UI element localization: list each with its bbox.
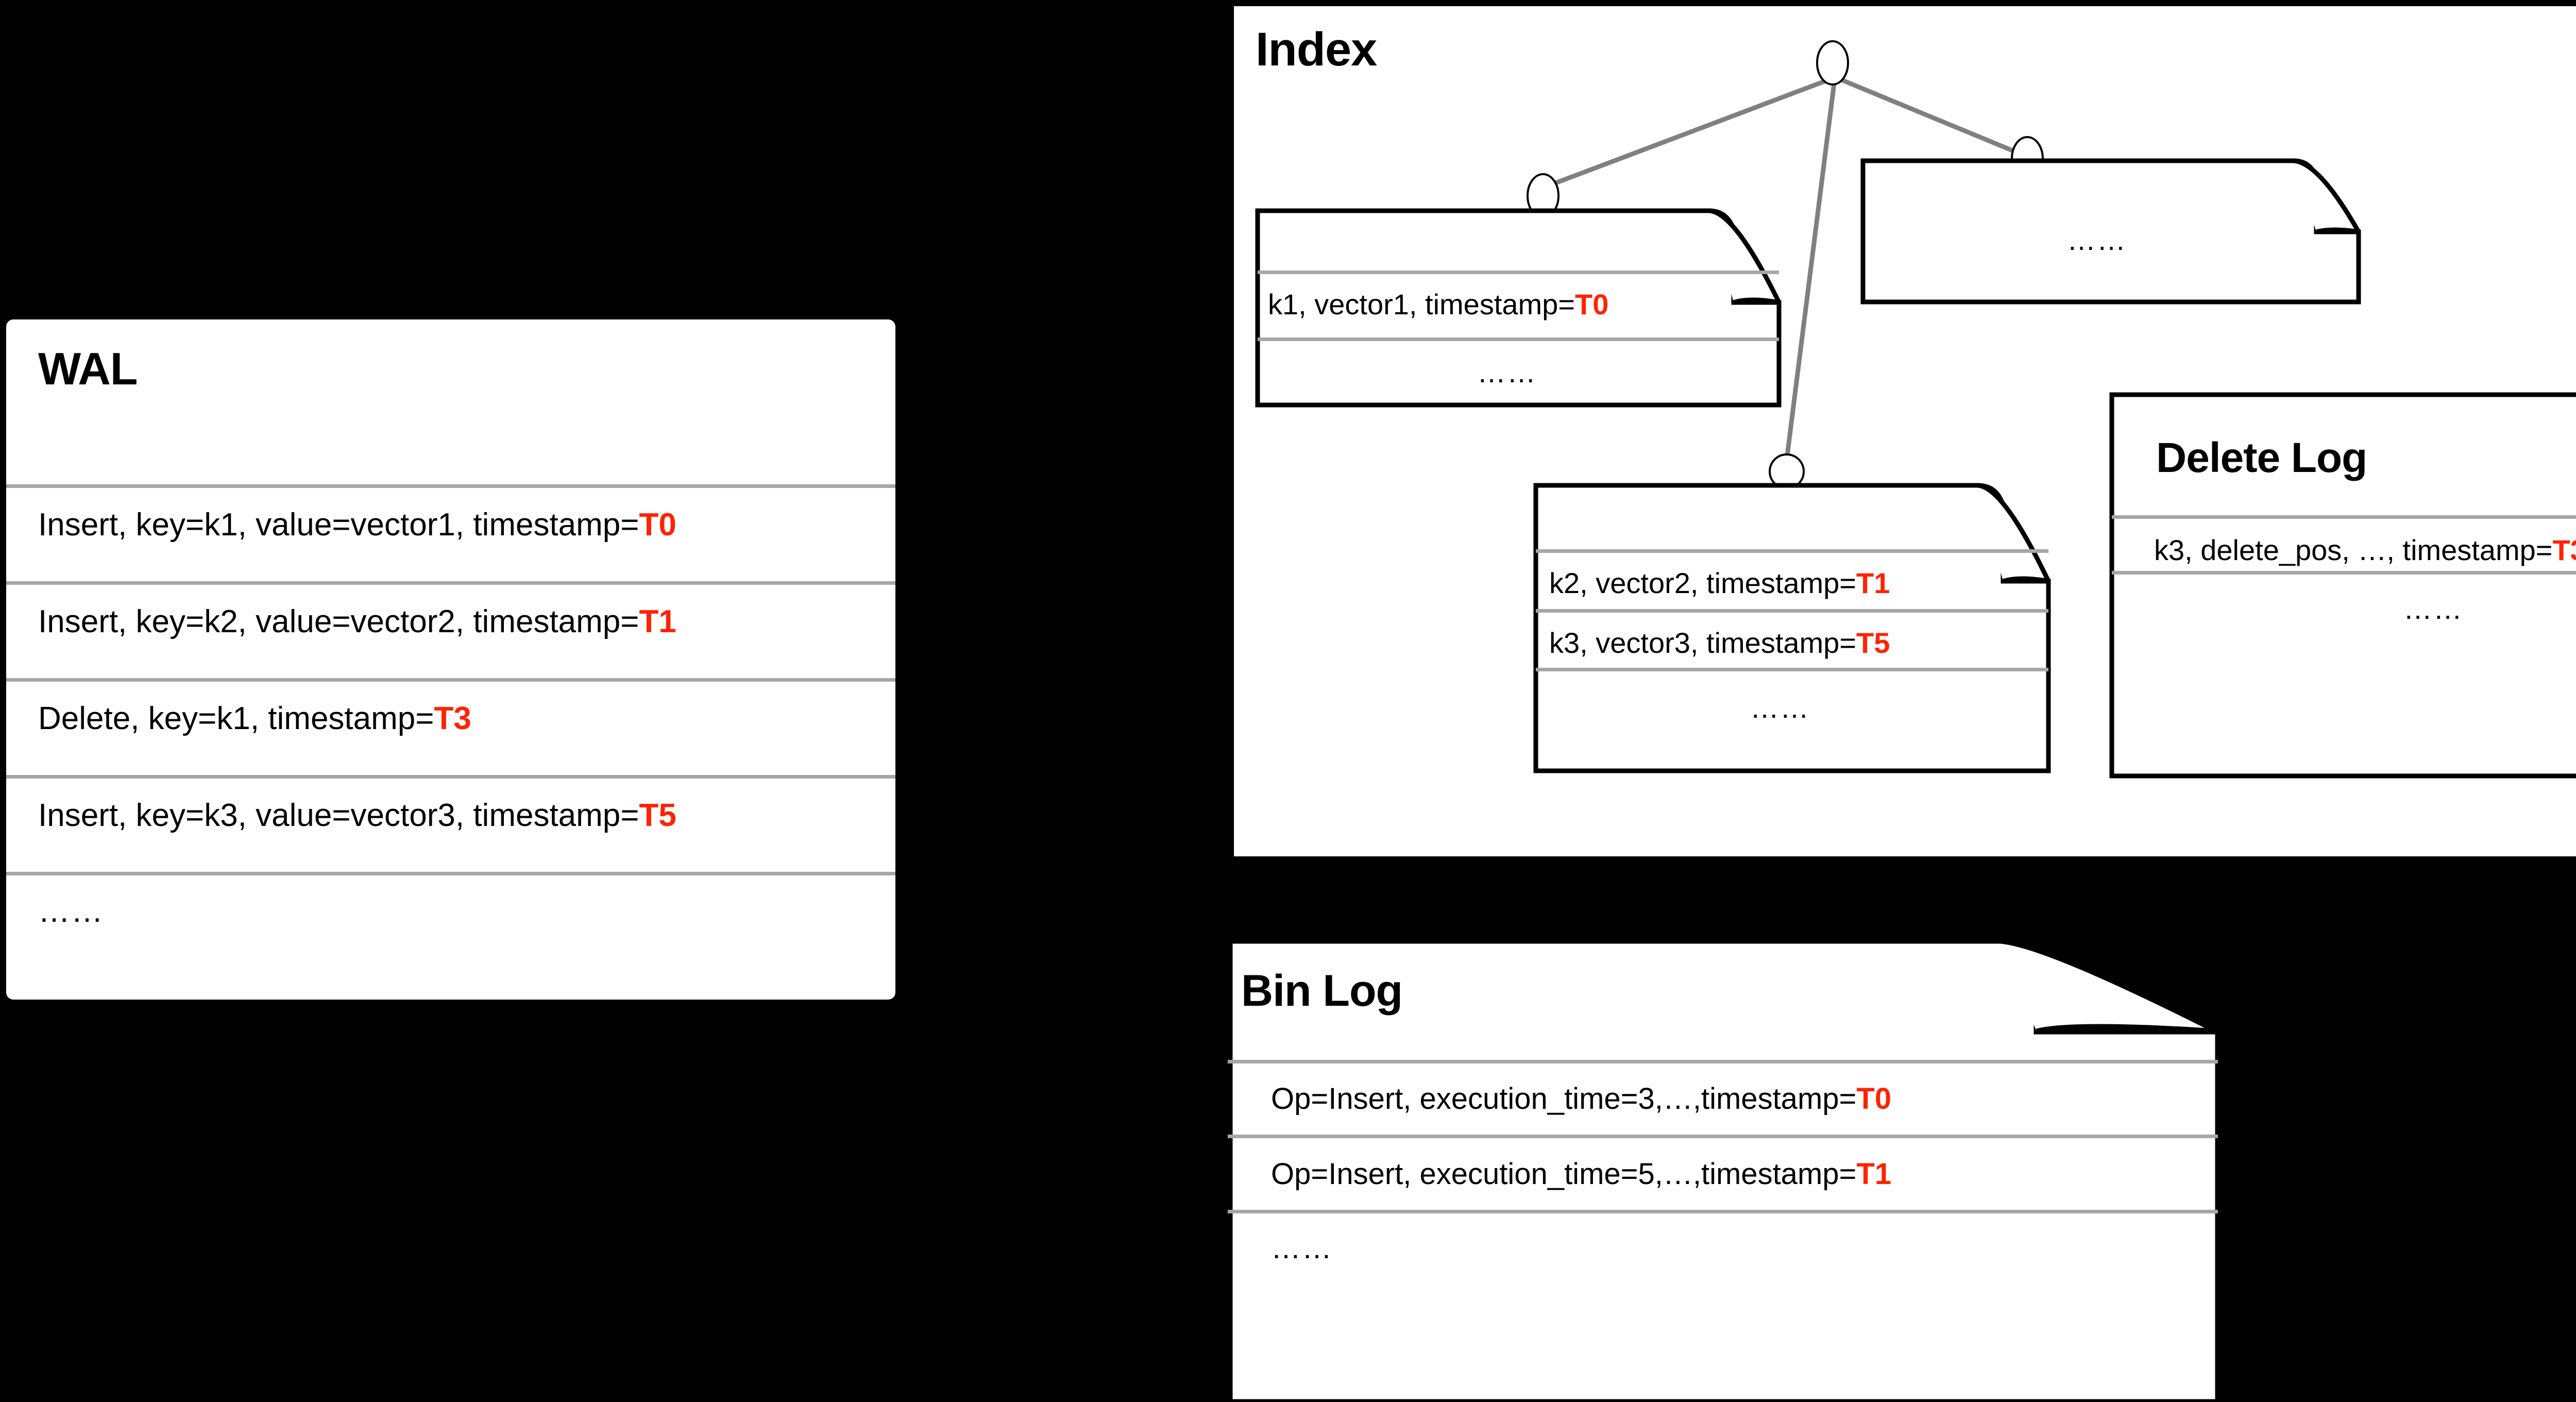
k1-divider-1 — [1258, 337, 1779, 341]
delete-log-row-0-label: k3, delete_pos, …, timestamp= — [2154, 534, 2553, 566]
wal-title: WAL — [38, 343, 138, 394]
index-node-ellipsis: …… — [1860, 158, 2361, 305]
wal-row-2-label: Delete, key=k1, timestamp= — [38, 701, 434, 736]
delete-log-divider-1 — [2112, 571, 2576, 575]
k2-divider-1 — [1536, 609, 2048, 613]
wal-more-ellipsis: …… — [38, 893, 104, 929]
delete-log-row-0-timestamp: T3 — [2552, 534, 2576, 566]
document-outline — [2109, 392, 2576, 779]
wal-divider-3 — [6, 775, 895, 779]
k2-divider-2 — [1536, 668, 2048, 671]
bin-log-row-0: Op=Insert, execution_time=3,…,timestamp=… — [1271, 1084, 1891, 1114]
index-node-ellipsis-more: …… — [2067, 224, 2127, 256]
k1-row-0-label: k1, vector1, timestamp= — [1268, 288, 1575, 320]
bin-log-row-1: Op=Insert, execution_time=5,…,timestamp=… — [1271, 1159, 1891, 1189]
wal-row-2: Delete, key=k1, timestamp=T3 — [38, 703, 471, 735]
delete-log-divider-0 — [2112, 515, 2576, 519]
bin-log-row-1-label: Op=Insert, execution_time=5,…,timestamp= — [1271, 1157, 1857, 1191]
wal-row-1-timestamp: T1 — [639, 604, 676, 639]
index-title: Index — [1256, 23, 1377, 76]
bin-log-row-0-label: Op=Insert, execution_time=3,…,timestamp= — [1271, 1082, 1857, 1116]
folded-corner-icon — [2000, 938, 2221, 1035]
wal-panel: WAL Insert, key=k1, value=vector1, times… — [6, 319, 895, 1000]
wal-row-3-timestamp: T5 — [639, 798, 676, 833]
bin-log-more-ellipsis: …… — [1271, 1231, 1333, 1265]
k1-more-ellipsis: …… — [1477, 356, 1537, 388]
k2-more-ellipsis: …… — [1750, 691, 1810, 724]
wal-row-0: Insert, key=k1, value=vector1, timestamp… — [38, 509, 676, 541]
k2-row-0: k2, vector2, timestamp=T1 — [1549, 569, 1890, 598]
folded-corner-icon — [2293, 158, 2361, 234]
k2-divider-0 — [1536, 549, 2048, 553]
bin-log-divider-2 — [1228, 1210, 2218, 1213]
wal-row-1: Insert, key=k2, value=vector2, timestamp… — [38, 606, 676, 638]
k2-row-0-label: k2, vector2, timestamp= — [1549, 567, 1857, 599]
delete-log-more-ellipsis: …… — [2403, 593, 2463, 625]
wal-row-0-label: Insert, key=k1, value=vector1, timestamp… — [38, 507, 639, 543]
wal-divider-4 — [6, 872, 895, 875]
bin-log-divider-0 — [1228, 1060, 2218, 1063]
wal-divider-1 — [6, 581, 895, 585]
index-node-k2: k2, vector2, timestamp=T1 k3, vector3, t… — [1533, 483, 2051, 773]
wal-row-3-label: Insert, key=k3, value=vector3, timestamp… — [38, 798, 639, 833]
k2-row-1-label: k3, vector3, timestamp= — [1549, 627, 1857, 659]
k1-divider-0 — [1258, 271, 1779, 274]
delete-log-title: Delete Log — [2156, 434, 2367, 481]
wal-divider-0 — [6, 484, 895, 488]
wal-row-2-timestamp: T3 — [434, 701, 471, 736]
wal-divider-2 — [6, 678, 895, 682]
delete-log-panel: Delete Log k3, delete_pos, …, timestamp=… — [2109, 392, 2576, 779]
k2-row-1-timestamp: T5 — [1856, 627, 1890, 659]
wal-row-3: Insert, key=k3, value=vector3, timestamp… — [38, 800, 676, 832]
k1-row-0-timestamp: T0 — [1575, 288, 1609, 320]
k1-row-0: k1, vector1, timestamp=T0 — [1268, 290, 1608, 319]
index-node-k1: k1, vector1, timestamp=T0 …… — [1255, 208, 1782, 408]
bin-log-row-0-timestamp: T0 — [1856, 1082, 1892, 1116]
bin-log-panel: Bin Log Op=Insert, execution_time=3,…,ti… — [1227, 938, 2222, 1402]
folded-corner-icon — [1977, 483, 2051, 584]
bin-log-title: Bin Log — [1241, 966, 1403, 1016]
bin-log-row-1-timestamp: T1 — [1856, 1157, 1892, 1191]
folded-corner-icon — [1708, 208, 1782, 305]
wal-row-1-label: Insert, key=k2, value=vector2, timestamp… — [38, 604, 639, 639]
k2-row-1: k3, vector3, timestamp=T5 — [1549, 629, 1890, 657]
delete-log-row-0: k3, delete_pos, …, timestamp=T3 — [2154, 536, 2576, 565]
k2-row-0-timestamp: T1 — [1856, 567, 1890, 599]
bin-log-divider-1 — [1228, 1135, 2218, 1138]
wal-row-0-timestamp: T0 — [639, 507, 676, 543]
